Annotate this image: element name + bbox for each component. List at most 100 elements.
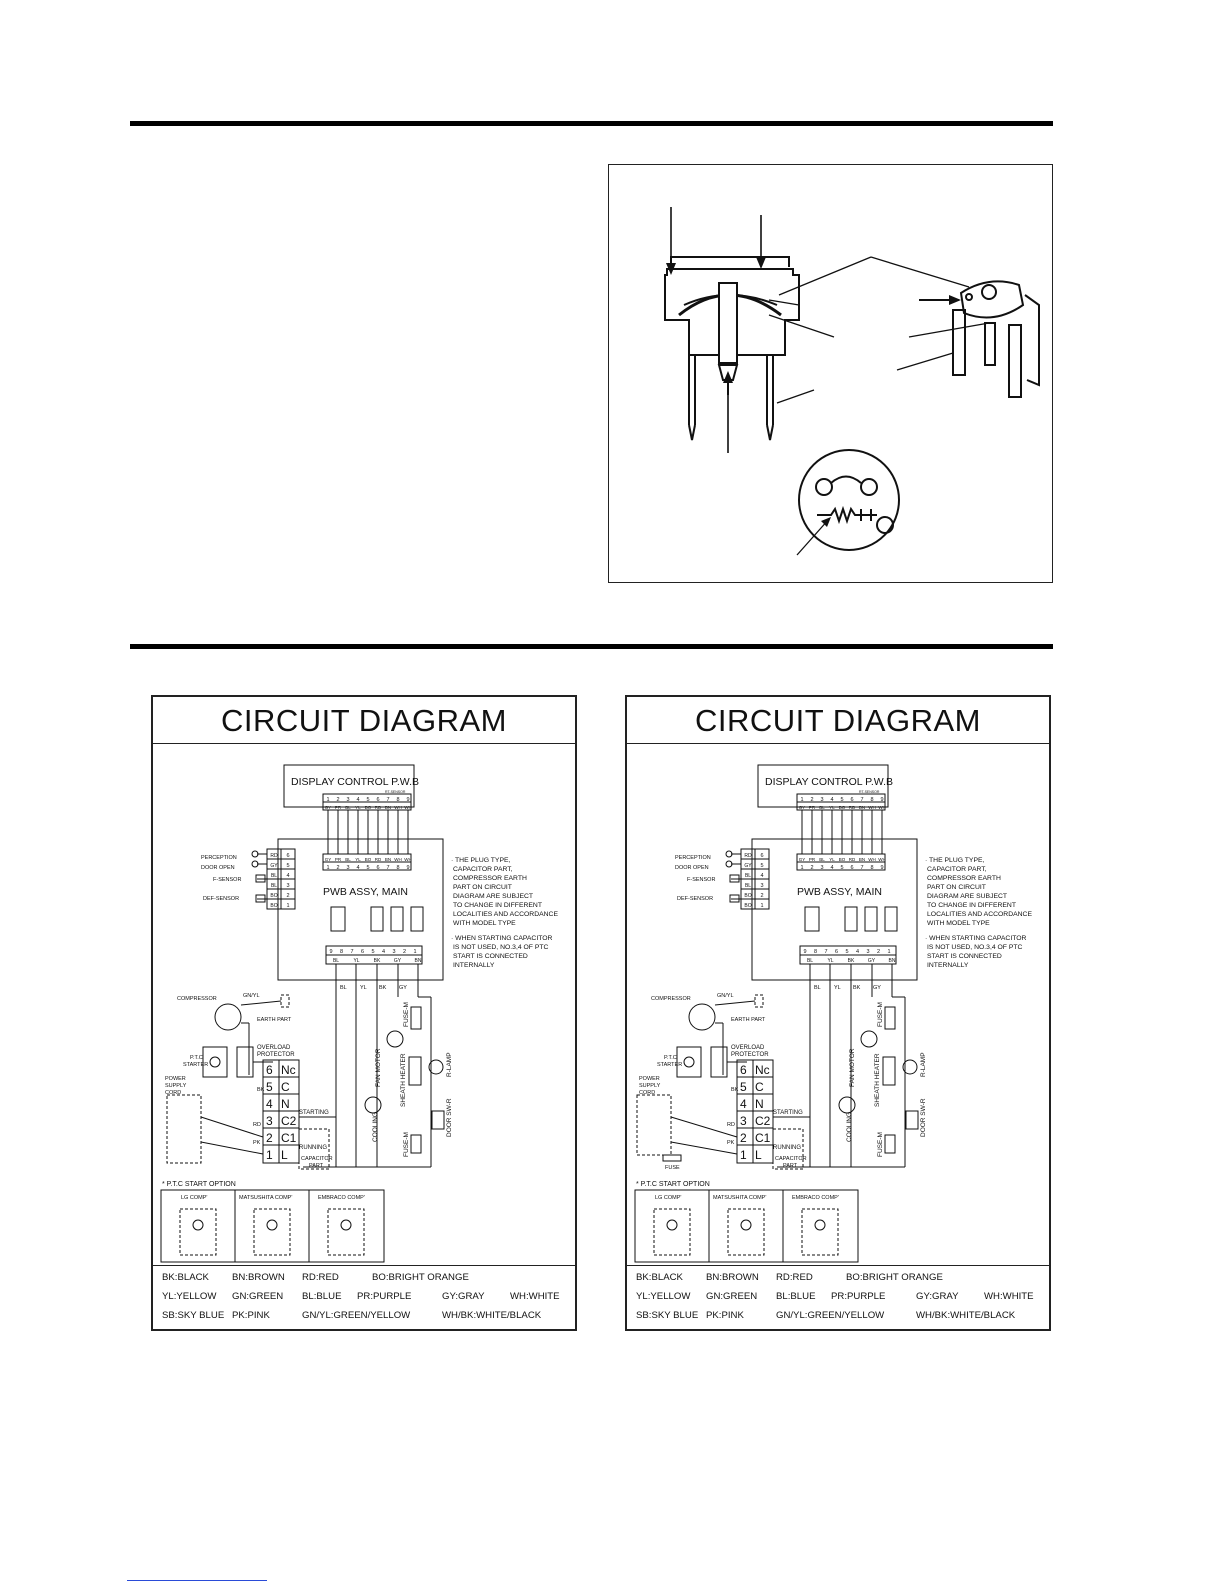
terminal-num: 6 xyxy=(266,1063,273,1077)
terminal-label: Nc xyxy=(281,1063,296,1077)
pin-color-code: YL xyxy=(353,958,359,964)
terminal-num: 3 xyxy=(740,1114,747,1128)
legend-item: GN/YL:GREEN/YELLOW xyxy=(776,1310,885,1321)
note-line: TO CHANGE IN DIFFERENT xyxy=(927,902,1016,909)
pin-color-code: BO xyxy=(839,805,846,810)
legend-item: RD:RED xyxy=(776,1272,813,1283)
footer-link-underline[interactable] xyxy=(127,1580,267,1581)
note-line: CAPACITOR PART, xyxy=(927,866,987,873)
ptc-label: P.T.C xyxy=(190,1055,203,1061)
gnyl-label: GN/YL xyxy=(717,993,734,999)
legend-item: RD:RED xyxy=(302,1272,339,1283)
connector-color-code: BL xyxy=(745,883,751,889)
wire-label-rd: RD xyxy=(253,1122,261,1128)
pin-number: 4 xyxy=(830,865,833,871)
note-line: · THE PLUG TYPE, xyxy=(451,857,511,864)
pin-number: 9 xyxy=(880,865,883,871)
ptc-option-matsushita: MATSUSHITA COMP' xyxy=(713,1195,766,1201)
pin-number: 6 xyxy=(376,797,379,803)
note-line: IS NOT USED, NO.3,4 OF PTC xyxy=(453,944,549,951)
terminal-num: 5 xyxy=(740,1080,747,1094)
note-line: · WHEN STARTING CAPACITOR xyxy=(925,935,1027,942)
terminal-label: C2 xyxy=(755,1114,771,1128)
capacitor-label: CAPACITOR xyxy=(775,1156,807,1162)
connector-color-code: BO xyxy=(744,903,751,909)
overload-label: OVERLOAD xyxy=(257,1045,291,1051)
pin-number: 4 xyxy=(856,949,859,955)
pin-color-code: YL xyxy=(355,805,361,810)
compressor-symbol xyxy=(688,1003,716,1031)
terminal-label: Nc xyxy=(755,1063,770,1077)
sheath-heater-label: SHEATH HEATER xyxy=(400,1053,407,1107)
pin-number: 8 xyxy=(814,949,817,955)
legend-item: BK:BLACK xyxy=(636,1272,683,1283)
pin-number: 2 xyxy=(877,949,880,955)
pin-number: 3 xyxy=(392,949,395,955)
ptc-starter-drawing xyxy=(664,207,1040,556)
note-line: CAPACITOR PART, xyxy=(453,866,513,873)
input-f-sensor: F-SENSOR xyxy=(213,877,241,883)
pin-number: 7 xyxy=(824,949,827,955)
pin-number: 2 xyxy=(810,865,813,871)
connector-pin-number: 1 xyxy=(760,903,763,909)
pin-number: 8 xyxy=(396,865,399,871)
ptc-option-embraco: EMBRACO COMP' xyxy=(318,1195,365,1201)
connector-pin-number: 5 xyxy=(760,863,763,869)
legend-item: GN/YL:GREEN/YELLOW xyxy=(302,1310,411,1321)
terminal-label: N xyxy=(281,1097,290,1111)
main-board-label: PWB ASSY, MAIN xyxy=(797,886,882,898)
ptc-label: P.T.C xyxy=(664,1055,677,1061)
legend-item: SB:SKY BLUE xyxy=(636,1310,699,1321)
legend-item: SB:SKY BLUE xyxy=(162,1310,225,1321)
pin-color-code: BO xyxy=(839,857,846,862)
circuit-diagram-right: CIRCUIT DIAGRAM xyxy=(625,695,1051,1331)
pin-number: 1 xyxy=(800,865,803,871)
connector-pin-number: 6 xyxy=(286,853,289,859)
pin-color-code: BO xyxy=(365,857,372,862)
pin-color-code: GY xyxy=(799,805,806,810)
earth-part-label: EARTH PART xyxy=(257,1017,292,1023)
terminal-label: C1 xyxy=(755,1131,771,1145)
terminal-label: L xyxy=(281,1148,288,1162)
input-perception: PERCEPTION xyxy=(201,855,237,861)
pin-color-code: WH xyxy=(878,805,886,810)
note-line: LOCALITIES AND ACCORDANCE xyxy=(927,911,1032,918)
pin-color-code: BN xyxy=(385,805,391,810)
pin-number: 9 xyxy=(803,949,806,955)
cooling-label: COOLING xyxy=(372,1112,379,1142)
power-label: POWER xyxy=(165,1076,186,1082)
terminal-num: 3 xyxy=(266,1114,273,1128)
input-door-open: DOOR OPEN xyxy=(675,865,709,871)
pin-number: 4 xyxy=(830,797,833,803)
pin-number: 4 xyxy=(356,797,359,803)
gnyl-label: GN/YL xyxy=(243,993,260,999)
terminal-label: C1 xyxy=(281,1131,297,1145)
pin-color-code: RD xyxy=(375,857,382,862)
part-label: PART xyxy=(783,1163,798,1169)
pin-number: 7 xyxy=(386,797,389,803)
wire-label-bl: BL xyxy=(340,985,347,991)
fuse-m-label: FUSE-M xyxy=(877,1132,884,1157)
note-line: LOCALITIES AND ACCORDANCE xyxy=(453,911,558,918)
pin-color-code: BL xyxy=(819,857,825,862)
wire-label-bk: BK xyxy=(853,985,861,991)
pin-number: 3 xyxy=(820,797,823,803)
note-line: WITH MODEL TYPE xyxy=(453,920,516,927)
pin-color-code: GY xyxy=(325,857,332,862)
pin-number: 5 xyxy=(371,949,374,955)
pin-color-code: WH xyxy=(404,805,412,810)
pin-number: 5 xyxy=(845,949,848,955)
supply-label: SUPPLY xyxy=(639,1083,661,1089)
pin-number: 5 xyxy=(366,865,369,871)
fuse-label: FUSE xyxy=(665,1165,680,1171)
circuit-diagram-title: CIRCUIT DIAGRAM xyxy=(153,697,575,744)
legend-item: PK:PINK xyxy=(232,1310,270,1321)
pin-number: 9 xyxy=(406,865,409,871)
terminal-num: 4 xyxy=(266,1097,273,1111)
protector-label: PROTECTOR xyxy=(257,1052,295,1058)
pin-color-code: YL xyxy=(829,805,835,810)
display-control-board xyxy=(283,764,415,808)
legend-item: BL:BLUE xyxy=(302,1291,342,1302)
pin-number: 8 xyxy=(340,949,343,955)
terminal-num: 1 xyxy=(740,1148,747,1162)
